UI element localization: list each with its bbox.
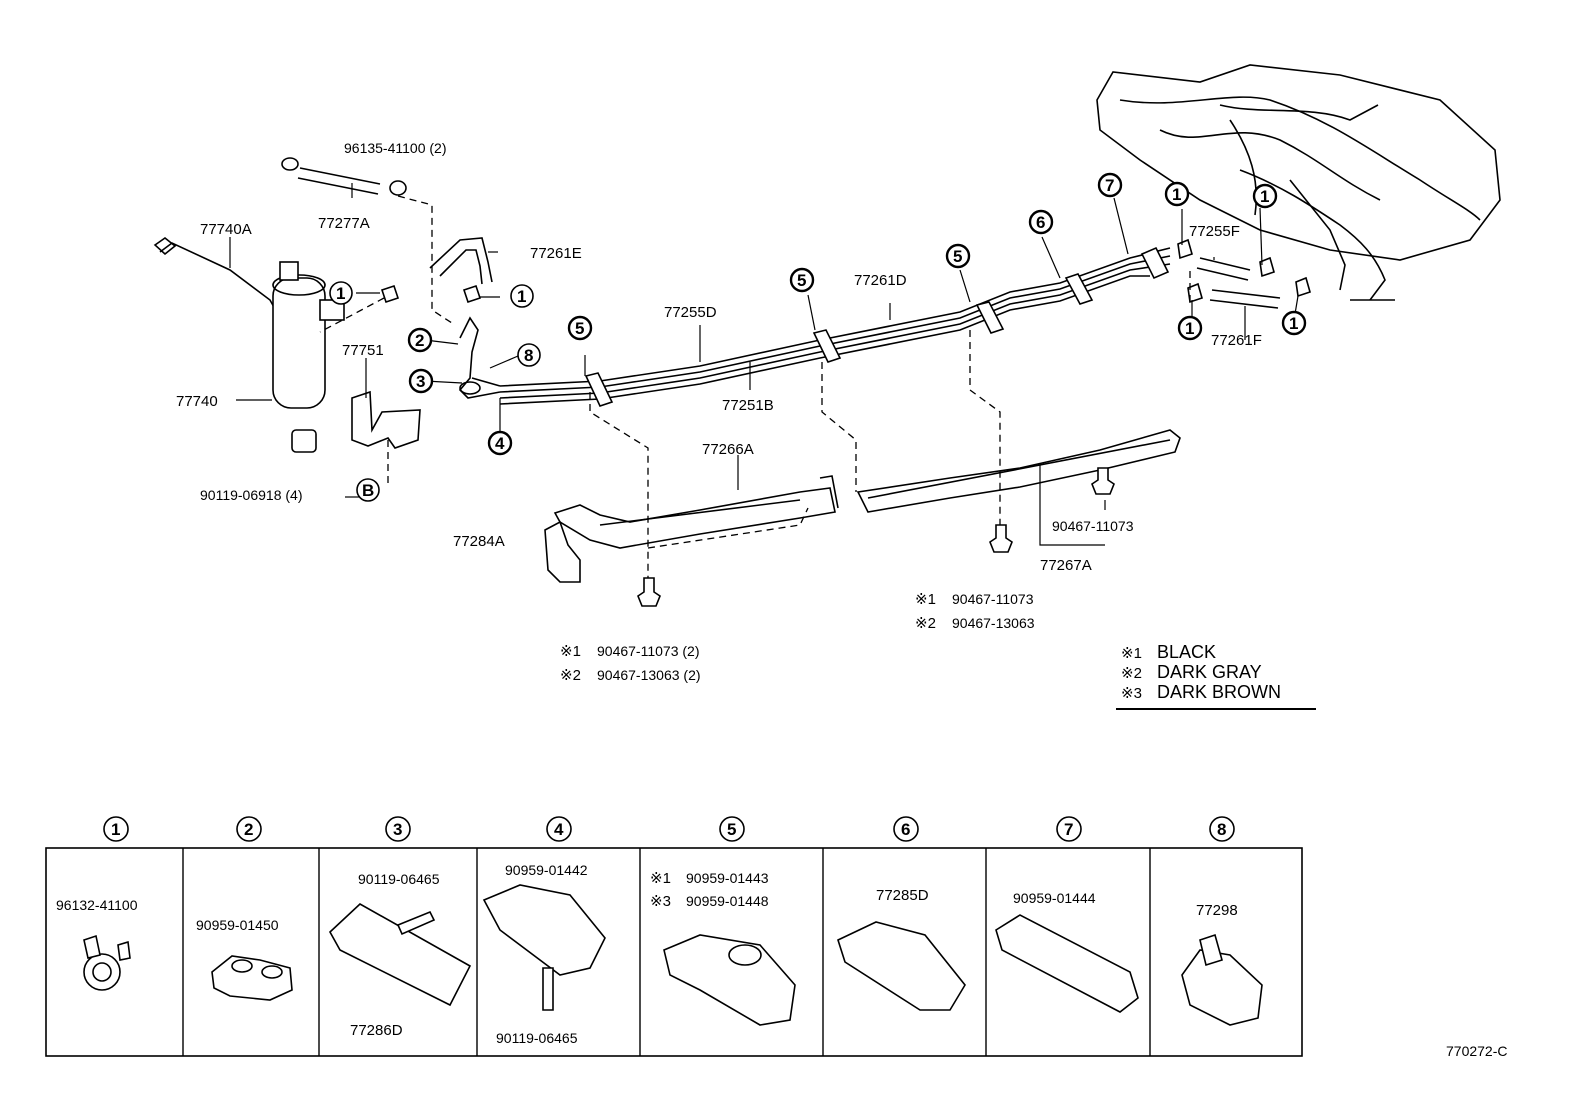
cell-8-part: 77298 bbox=[1196, 902, 1238, 919]
legend-mark-2: ※2 bbox=[1121, 665, 1142, 682]
table-header-2: 2 bbox=[244, 820, 253, 839]
cell-5-mark-3: ※3 bbox=[650, 893, 671, 910]
table-header-5: 5 bbox=[727, 820, 736, 839]
legend-mark-3: ※3 bbox=[1121, 685, 1142, 702]
ref-circle-1-b: 1 bbox=[517, 287, 526, 306]
cell-3-part-a: 90119-06465 bbox=[358, 871, 440, 887]
ref-circle-7: 7 bbox=[1105, 176, 1114, 195]
label-77255F: 77255F bbox=[1189, 223, 1240, 240]
fuel-line-bundle bbox=[499, 246, 1171, 407]
bolts bbox=[637, 467, 1115, 607]
legend-mark-1: ※1 bbox=[1121, 645, 1142, 662]
mid-clip-label-1: 90467-11073 bbox=[952, 591, 1034, 607]
clamp-table: 1 2 3 4 5 6 7 8 96132-41100 90959-01450 … bbox=[45, 816, 1303, 1057]
label-90467-11073-right: 90467-11073 bbox=[1052, 518, 1134, 534]
color-legend: ※1 BLACK ※2 DARK GRAY ※3 DARK BROWN bbox=[1116, 642, 1316, 710]
label-77740: 77740 bbox=[176, 393, 218, 410]
legend-item-dark-brown: DARK BROWN bbox=[1157, 682, 1281, 702]
label-77261F: 77261F bbox=[1211, 332, 1262, 349]
label-77261D: 77261D bbox=[854, 272, 907, 289]
ref-circle-5-b: 5 bbox=[797, 271, 806, 290]
legend-item-black: BLACK bbox=[1157, 642, 1216, 662]
mid-mark-1: ※1 bbox=[915, 591, 936, 608]
table-header-6: 6 bbox=[901, 820, 910, 839]
cell-2-part: 90959-01450 bbox=[196, 917, 279, 933]
cell-1-part: 96132-41100 bbox=[56, 897, 138, 913]
ref-circle-1-e: 1 bbox=[1185, 319, 1194, 338]
label-77267A: 77267A bbox=[1040, 557, 1092, 574]
circle-b-marker bbox=[356, 478, 380, 502]
cell-5-mark-1: ※1 bbox=[650, 870, 671, 887]
left-mark-1: ※1 bbox=[560, 643, 581, 660]
fuel-tank-drawing bbox=[1096, 64, 1501, 301]
cell-4-part-b: 90119-06465 bbox=[496, 1030, 578, 1046]
ref-circles: 1 1 2 8 3 4 5 5 5 6 7 1 1 1 1 bbox=[329, 172, 1307, 456]
table-header-1: 1 bbox=[111, 820, 120, 839]
label-77266A: 77266A bbox=[702, 441, 754, 458]
ref-circle-1-d: 1 bbox=[1260, 187, 1269, 206]
label-77261E: 77261E bbox=[530, 245, 582, 262]
circle-b-label: B bbox=[362, 481, 374, 500]
ref-circle-4: 4 bbox=[495, 434, 505, 453]
label-90119-06918: 90119-06918 (4) bbox=[200, 487, 302, 503]
left-components bbox=[153, 157, 581, 583]
table-header-8: 8 bbox=[1217, 820, 1226, 839]
legend-item-dark-gray: DARK GRAY bbox=[1157, 662, 1262, 682]
table-header-7: 7 bbox=[1064, 820, 1073, 839]
cell-5-part-a: 90959-01443 bbox=[686, 870, 769, 886]
table-header-4: 4 bbox=[554, 820, 564, 839]
right-hoses bbox=[1177, 238, 1311, 309]
diagram-code: 770272-C bbox=[1446, 1043, 1508, 1059]
ref-circle-5-c: 5 bbox=[953, 247, 962, 266]
left-mark-2: ※2 bbox=[560, 667, 581, 684]
ref-circle-5-a: 5 bbox=[575, 319, 584, 338]
mid-mark-2: ※2 bbox=[915, 615, 936, 632]
ref-circle-3: 3 bbox=[416, 372, 425, 391]
label-77251B: 77251B bbox=[722, 397, 774, 414]
label-96135-41100: 96135-41100 (2) bbox=[344, 140, 446, 156]
label-77751: 77751 bbox=[342, 342, 384, 359]
cell-6-part: 77285D bbox=[876, 887, 929, 904]
ref-circle-2: 2 bbox=[415, 331, 424, 350]
ref-circle-6: 6 bbox=[1036, 213, 1045, 232]
frame-rails bbox=[553, 429, 1181, 549]
label-77255D: 77255D bbox=[664, 304, 717, 321]
cell-5-part-b: 90959-01448 bbox=[686, 893, 769, 909]
ref-circle-1-f: 1 bbox=[1289, 314, 1298, 333]
cell-4-part-a: 90959-01442 bbox=[505, 862, 588, 878]
cell-3-part-b: 77286D bbox=[350, 1022, 403, 1039]
ref-circle-1-c: 1 bbox=[1172, 185, 1181, 204]
ref-circle-8: 8 bbox=[524, 346, 533, 365]
cell-7-part: 90959-01444 bbox=[1013, 890, 1096, 906]
ref-circle-1-a: 1 bbox=[336, 284, 345, 303]
guide-lines bbox=[319, 195, 1191, 578]
label-77740A: 77740A bbox=[200, 221, 252, 238]
label-77284A: 77284A bbox=[453, 533, 505, 550]
left-clip-label-2: 90467-13063 (2) bbox=[597, 667, 701, 683]
table-header-3: 3 bbox=[393, 820, 402, 839]
mid-clip-label-2: 90467-13063 bbox=[952, 615, 1035, 631]
left-clip-label-1: 90467-11073 (2) bbox=[597, 643, 699, 659]
label-77277A: 77277A bbox=[318, 215, 370, 232]
